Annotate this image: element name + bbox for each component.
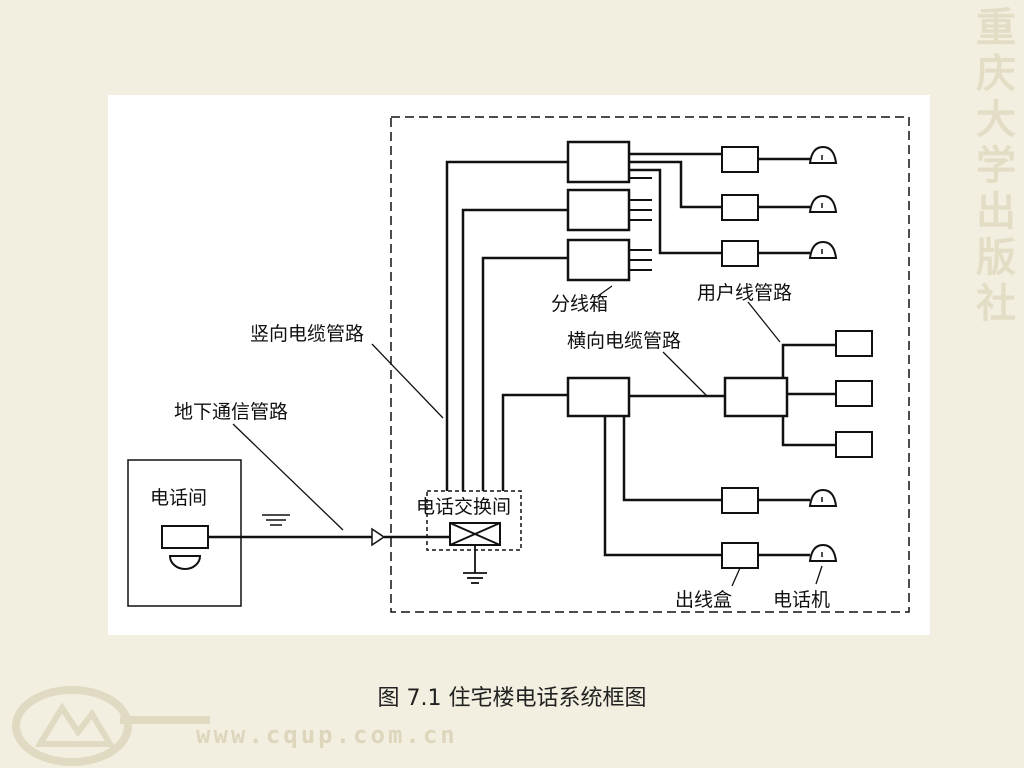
horizontal-conduit-label: 横向电缆管路 (567, 330, 681, 352)
junction-box (723, 376, 789, 418)
horizontal-conduit-start (501, 393, 568, 491)
telephone-room-box (127, 459, 242, 607)
vertical-conduit-2 (461, 208, 568, 491)
publisher-char: 社 (976, 281, 1016, 327)
diagram-panel (108, 95, 930, 635)
exchange-room-box (426, 490, 522, 551)
exchange-room-label: 电话交换间 (416, 496, 511, 518)
vertical-conduit-label: 竖向电缆管路 (250, 323, 364, 345)
telephone-set-icon (808, 543, 838, 562)
telephone-set-label: 电话机 (773, 589, 830, 611)
vertical-conduit-1 (445, 160, 568, 491)
figure-caption: 图 7.1 住宅楼电话系统框图 (377, 686, 647, 711)
distribution-box-label: 分线箱 (551, 293, 608, 315)
telephone-set-icon (808, 488, 838, 507)
outlet-box (721, 146, 759, 173)
publisher-char: 版 (976, 235, 1016, 281)
user-outlet-box (835, 330, 873, 357)
outlet-box (721, 487, 759, 514)
website-watermark: www.cqup.com.cn (196, 721, 458, 749)
user-outlet-box (835, 380, 873, 407)
underground-conduit-label: 地下通信管路 (174, 401, 288, 423)
publisher-char: 大 (976, 97, 1016, 143)
telephone-set-icon (808, 145, 838, 164)
user-line-conduit-label: 用户线管路 (697, 282, 792, 304)
publisher-char: 学 (976, 143, 1016, 189)
publisher-char: 重 (976, 5, 1016, 51)
distribution-box-3 (566, 238, 631, 282)
outlet-box (721, 240, 759, 267)
distribution-box-1 (566, 140, 631, 184)
telephone-set-icon (808, 194, 838, 213)
entry-protector-icon (371, 527, 386, 547)
outlet-box (721, 194, 759, 221)
user-outlet-box (835, 431, 873, 458)
outlet-box (721, 542, 759, 569)
publisher-char: 出 (976, 189, 1016, 235)
publisher-logo-watermark (12, 686, 210, 766)
publisher-watermark: 重 庆 大 学 出 版 社 (974, 8, 1018, 330)
telephone-set-icon (808, 240, 838, 259)
outlet-box-label: 出线盒 (675, 589, 732, 611)
terminal-box (161, 525, 209, 549)
telephone-room-label: 电话间 (150, 487, 207, 509)
distribution-box-lower (566, 376, 631, 418)
telephone-room-phone-icon (168, 555, 202, 570)
vertical-conduit-3 (481, 256, 568, 491)
publisher-char: 庆 (976, 51, 1016, 97)
distribution-box-2 (566, 188, 631, 232)
